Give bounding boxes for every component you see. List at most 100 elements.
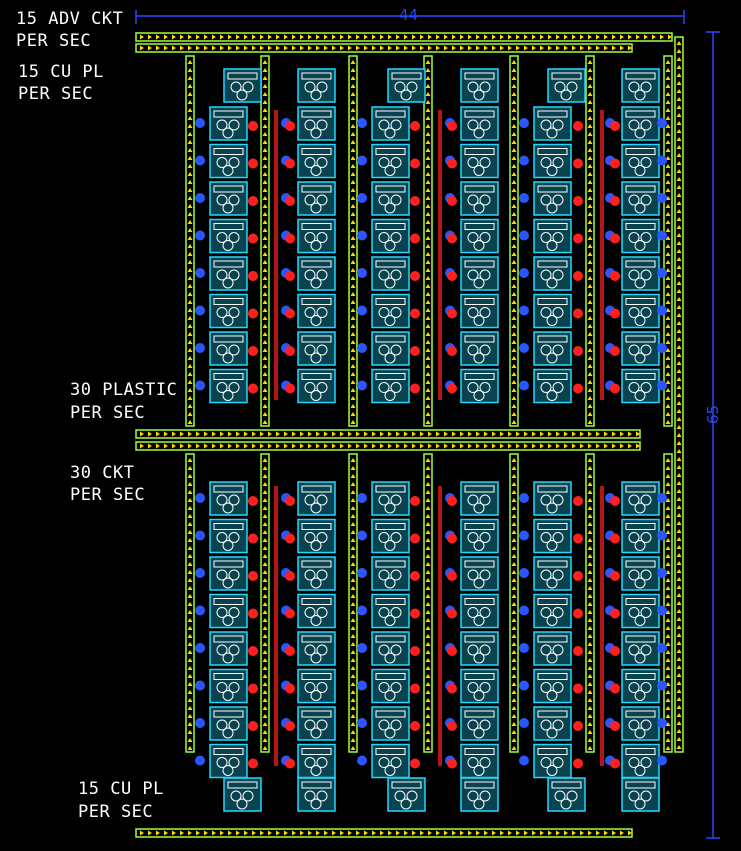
lower-red-inserter-r4-k2 [410,646,420,656]
machine-lower-c2-r7 [371,743,410,779]
lower-blue-inserter-r2-k0 [195,568,205,578]
upper-red-inserter-r5-k0 [248,308,258,319]
adv-ckt-label-line2: PER SEC [16,31,92,51]
lower-blue-inserter-r3-k4 [519,605,529,616]
upper-blue-inserter-r0-k0 [195,118,205,128]
dimension-lines-group [135,10,720,839]
machine-lower-c4-r2 [533,556,572,591]
machine-lower-c4-r4 [533,631,572,666]
upper-red-inserter-r5-k3 [447,308,457,319]
machine-upper-c4-r4 [533,256,572,291]
machine-bottom-c5 [621,777,660,812]
upper-blue-inserter-r3-k2 [357,230,367,241]
machine-top-c5 [621,68,660,103]
middle-input-belt [135,429,641,439]
ckt-label-line1: 30 CKT [70,463,135,483]
machine-upper-c1-r2 [297,181,336,216]
lower-blue-inserter-r0-k2 [357,493,367,503]
upper-blue-inserter-r2-k6 [657,193,667,203]
machine-upper-c0-r1 [209,143,248,179]
machine-lower-c0-r2 [209,556,248,591]
plastic-label-line2: PER SEC [70,403,146,423]
machine-upper-c4-r7 [533,368,572,404]
lower-red-inserter-r1-k4 [573,533,583,544]
machine-lower-c2-r6 [371,706,410,741]
upper-blue-inserter-r3-k6 [657,230,667,241]
cu-pl-bottom-label-line2: PER SEC [78,802,154,822]
machine-upper-c2-r2 [371,181,410,216]
red-belt-lower-2 [600,486,604,766]
lower-blue-inserter-r5-k2 [357,680,367,691]
upper-red-inserter-r7-k0 [248,383,258,394]
lower-blue-inserter-r5-k0 [195,680,205,691]
lower-red-inserter-r6-k2 [410,721,420,731]
upper-blue-inserter-r1-k6 [657,155,667,166]
lower-blue-inserter-r6-k0 [195,718,205,728]
top-input-belt [135,32,673,42]
machine-lower-c5-r0 [621,481,660,516]
upper-blue-inserter-r5-k2 [357,305,367,316]
vertical-belt-upper-3 [423,55,433,427]
lower-blue-inserter-r5-k6 [657,680,667,691]
upper-red-inserter-r1-k3 [447,158,457,169]
vertical-belt-upper-4 [509,55,519,427]
lower-red-inserter-r3-k3 [447,608,457,619]
machine-upper-c0-r5 [209,293,248,329]
upper-red-inserter-r4-k3 [447,271,457,281]
top-input-belt-lower [135,43,633,53]
middle-input-belt-lower [135,441,641,451]
machine-lower-c1-r3 [297,593,336,629]
machine-upper-c5-r0 [621,106,660,141]
machine-upper-c4-r6 [533,331,572,366]
dimension-lines [135,10,720,839]
upper-blue-inserter-r3-k0 [195,230,205,241]
upper-red-inserter-r5-k5 [610,308,620,319]
machine-lower-c3-r0 [460,481,499,516]
machine-top-c0 [223,68,262,103]
upper-red-inserter-r3-k3 [447,233,457,244]
upper-red-inserter-r1-k0 [248,158,258,169]
machine-upper-c3-r3 [460,218,499,254]
machine-lower-c3-r6 [460,706,499,741]
machine-bottom-c4 [547,777,586,812]
machine-lower-c3-r5 [460,668,499,704]
upper-red-inserter-r2-k3 [447,196,457,206]
lower-blue-inserter-r7-k4 [519,755,529,766]
upper-blue-inserter-r6-k0 [195,343,205,353]
upper-blue-inserter-r2-k2 [357,193,367,203]
machine-lower-c1-r5 [297,668,336,704]
vertical-belt-lower-3 [423,453,433,753]
machine-upper-c1-r6 [297,331,336,366]
lower-red-inserter-r7-k0 [248,758,258,769]
machine-lower-c0-r6 [209,706,248,741]
machine-upper-c3-r0 [460,106,499,141]
lower-blue-inserter-r6-k4 [519,718,529,728]
machine-upper-c5-r6 [621,331,660,366]
lower-blue-inserter-r4-k2 [357,643,367,653]
machine-lower-c3-r7 [460,743,499,779]
upper-red-inserter-r1-k1 [285,158,295,169]
lower-blue-inserter-r4-k0 [195,643,205,653]
machine-grid [209,68,660,812]
upper-blue-inserter-r3-k4 [519,230,529,241]
machine-lower-c4-r1 [533,518,572,554]
upper-blue-inserter-r2-k0 [195,193,205,203]
upper-red-inserter-r4-k4 [573,271,583,281]
lower-red-inserter-r0-k4 [573,496,583,506]
machine-upper-c1-r7 [297,368,336,404]
machine-lower-c3-r1 [460,518,499,554]
lower-red-inserter-r1-k2 [410,533,420,544]
machine-top-c3 [460,68,499,103]
lower-red-inserter-r2-k3 [447,571,457,581]
upper-blue-inserter-r1-k0 [195,155,205,166]
lower-blue-inserter-r5-k4 [519,680,529,691]
lower-red-inserter-r1-k5 [610,533,620,544]
machine-upper-c1-r0 [297,106,336,141]
lower-red-inserter-r2-k0 [248,571,258,581]
lower-red-inserter-r3-k0 [248,608,258,619]
upper-red-inserter-r7-k3 [447,383,457,394]
upper-red-inserter-r3-k4 [573,233,583,244]
machine-lower-c1-r7 [297,743,336,779]
machine-upper-c0-r0 [209,106,248,141]
upper-red-inserter-r0-k0 [248,121,258,131]
